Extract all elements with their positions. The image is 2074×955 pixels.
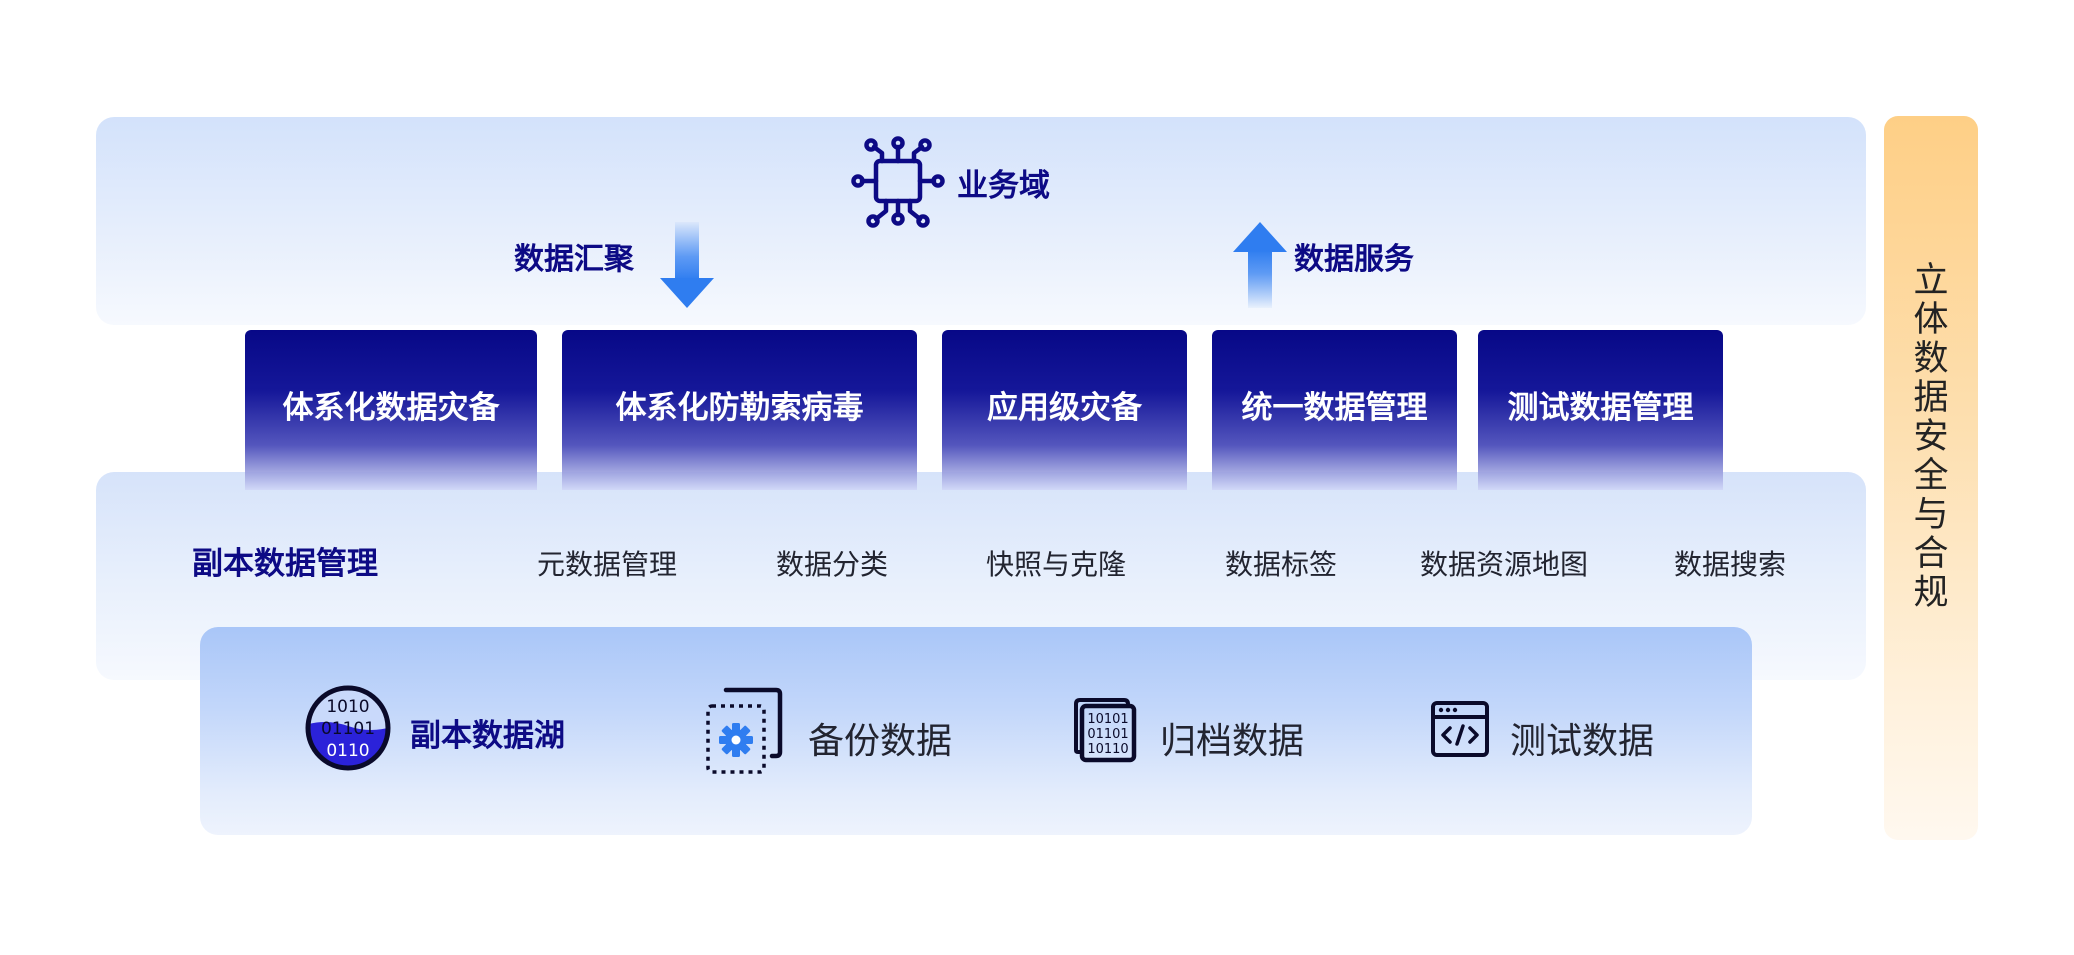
archive-data-label: 归档数据 <box>1160 721 1305 762</box>
capability-label: 体系化防勒索病毒 <box>615 390 864 426</box>
management-item: 数据标签 <box>1225 548 1338 581</box>
capability-label: 测试数据管理 <box>1507 390 1694 426</box>
management-item: 元数据管理 <box>537 548 678 581</box>
network-chip-icon <box>851 136 945 228</box>
lake-icon-digits: 01101 <box>321 719 375 739</box>
archive-icon-digits: 01101 <box>1087 727 1128 742</box>
capability-card: 测试数据管理 <box>1478 330 1723 490</box>
copy-data-lake-title: 副本数据湖 <box>410 718 565 754</box>
compliance-label: 立 体 数 据 安 全 与 合 规 <box>1884 262 1978 613</box>
management-item: 数据分类 <box>776 548 889 581</box>
capability-label: 应用级灾备 <box>987 390 1142 426</box>
capability-label: 体系化数据灾备 <box>282 390 500 426</box>
capability-label: 统一数据管理 <box>1241 390 1428 426</box>
lake-icon-digits: 0110 <box>326 741 369 761</box>
data-lake-icon: 1010 01101 0110 <box>305 685 391 771</box>
code-window-icon <box>1431 701 1489 757</box>
archive-icon-digits: 10110 <box>1087 742 1128 757</box>
capability-card: 应用级灾备 <box>942 330 1187 490</box>
compliance-char: 全 <box>1913 456 1949 496</box>
test-data-label: 测试数据 <box>1510 721 1655 762</box>
backup-gear-icon <box>706 687 783 774</box>
archive-icon-digits: 10101 <box>1087 712 1128 727</box>
compliance-char: 据 <box>1913 378 1949 418</box>
lake-icon-digits: 1010 <box>326 697 369 717</box>
data-service-label: 数据服务 <box>1294 242 1414 277</box>
business-domain-title: 业务域 <box>957 168 1050 204</box>
archive-binary-icon: 10101 01101 10110 <box>1074 698 1137 763</box>
compliance-char: 与 <box>1913 495 1949 535</box>
backup-data-label: 备份数据 <box>808 721 953 762</box>
compliance-char: 立 <box>1913 261 1949 301</box>
capability-card: 体系化防勒索病毒 <box>562 330 917 490</box>
compliance-bar <box>1884 116 1978 840</box>
compliance-char: 数 <box>1913 339 1949 379</box>
management-item: 快照与克隆 <box>986 548 1127 581</box>
business-domain-band <box>96 117 1866 325</box>
copy-data-management-title: 副本数据管理 <box>192 546 378 582</box>
compliance-char: 安 <box>1913 417 1949 457</box>
arrow-down-icon <box>660 222 714 308</box>
data-gather-label: 数据汇聚 <box>514 242 634 277</box>
arrow-up-icon <box>1233 222 1287 308</box>
management-item: 数据资源地图 <box>1420 548 1589 581</box>
capability-card: 体系化数据灾备 <box>245 330 537 490</box>
compliance-char: 体 <box>1913 300 1949 340</box>
capability-card: 统一数据管理 <box>1212 330 1457 490</box>
compliance-char: 合 <box>1913 534 1949 574</box>
compliance-char: 规 <box>1913 573 1949 613</box>
copy-data-lake-band <box>200 627 1752 835</box>
management-item: 数据搜索 <box>1674 548 1787 581</box>
